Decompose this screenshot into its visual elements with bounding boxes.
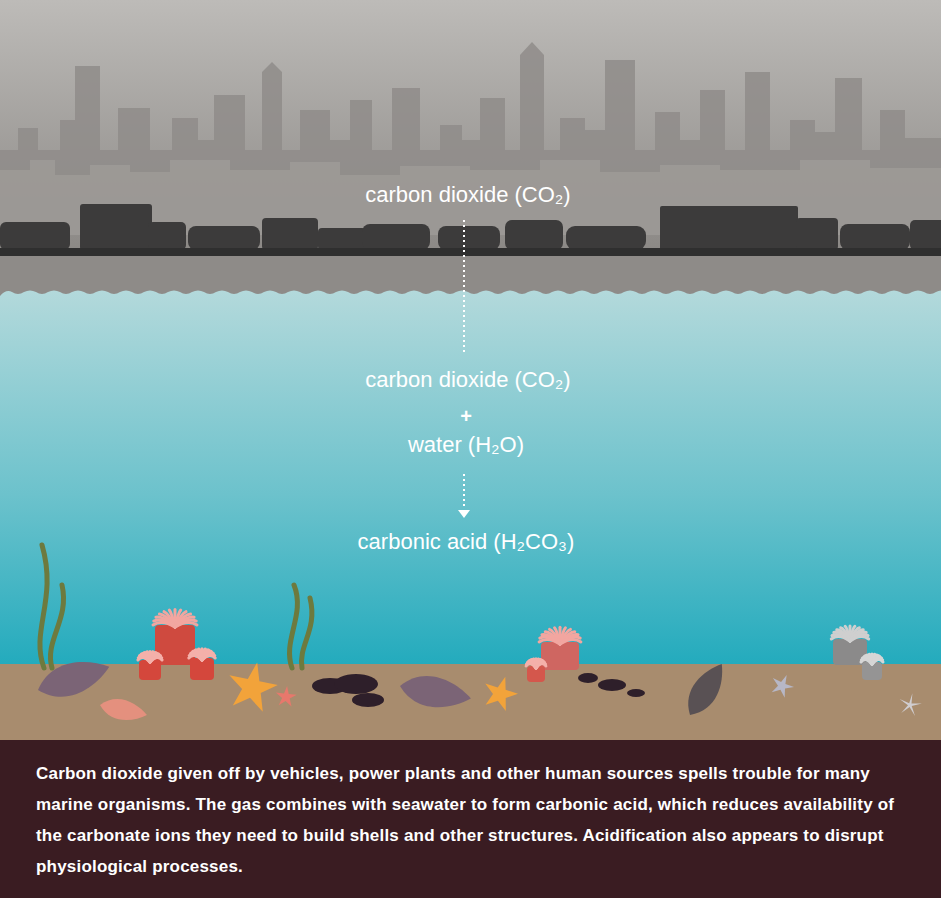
chemical-label: carbon dioxide (CO₂) xyxy=(365,183,570,207)
plus-sign: + xyxy=(460,405,472,427)
mussel xyxy=(578,673,598,683)
starfish xyxy=(900,693,922,716)
starfish xyxy=(485,677,518,711)
starfish xyxy=(229,663,277,712)
anemone xyxy=(861,654,883,680)
chemical-label: carbon dioxide (CO₂) xyxy=(365,368,570,392)
mussel xyxy=(598,679,626,691)
shell xyxy=(33,652,114,705)
mussel xyxy=(627,689,645,697)
road xyxy=(0,248,941,256)
sea-water xyxy=(0,291,941,701)
arrowhead xyxy=(458,510,470,518)
anemone xyxy=(138,651,162,680)
chemical-label: carbonic acid (H₂CO₃) xyxy=(358,530,575,554)
shell xyxy=(98,695,149,725)
chemical-label: water (H₂O) xyxy=(408,433,524,457)
haze-band xyxy=(0,256,941,296)
mussel xyxy=(352,693,384,707)
dotted-flow-line xyxy=(463,220,465,508)
anemone xyxy=(526,659,546,682)
caption-band xyxy=(0,740,941,898)
starfish xyxy=(772,675,794,698)
starfish xyxy=(276,686,297,706)
sea-life xyxy=(33,610,922,725)
sky xyxy=(0,0,941,260)
mussel xyxy=(334,674,378,694)
traffic xyxy=(0,204,941,250)
anemone xyxy=(189,649,215,680)
shell xyxy=(397,671,473,713)
shell xyxy=(679,657,732,721)
caption: Carbon dioxide given off by vehicles, po… xyxy=(36,758,908,882)
seaweed xyxy=(40,545,312,668)
